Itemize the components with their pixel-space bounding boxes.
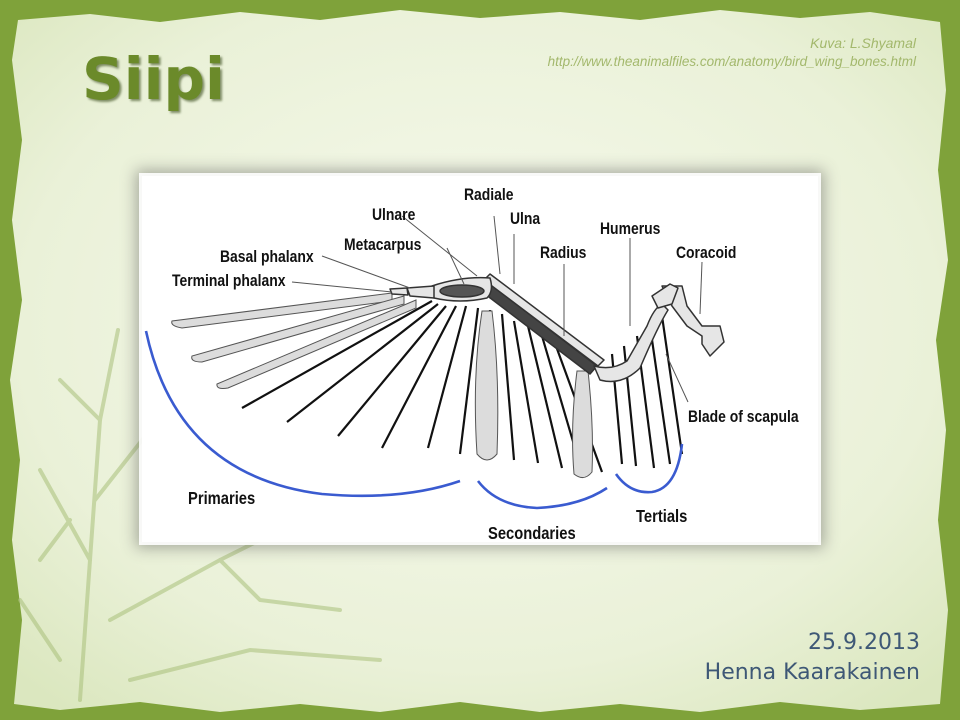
secondary-feathers	[474, 310, 593, 478]
slide-title: Siipi	[82, 45, 225, 113]
label-ulnare: Ulnare	[372, 206, 416, 225]
label-ulna: Ulna	[510, 210, 541, 229]
label-primaries: Primaries	[188, 489, 255, 509]
scapula-bone	[651, 283, 679, 309]
humerus-bone	[593, 303, 669, 383]
label-terminal-phalanx: Terminal phalanx	[172, 272, 286, 291]
terminal-phalanx-bone	[389, 287, 409, 296]
label-coracoid: Coracoid	[676, 244, 736, 263]
wing-bones	[389, 273, 725, 383]
label-basal-phalanx: Basal phalanx	[220, 248, 314, 267]
group-braces	[144, 330, 684, 510]
image-credit: Kuva: L.Shyamal	[810, 35, 916, 51]
label-humerus: Humerus	[600, 220, 660, 239]
label-leader-lines	[291, 215, 703, 403]
label-radius: Radius	[540, 244, 586, 263]
feather-shafts	[241, 300, 684, 473]
label-radiale: Radiale	[464, 186, 514, 205]
label-blade-of-scapula: Blade of scapula	[688, 408, 799, 427]
label-metacarpus: Metacarpus	[344, 236, 421, 255]
image-source-url: http://www.theanimalfiles.com/anatomy/bi…	[547, 54, 916, 69]
slide-date: 25.9.2013	[808, 630, 920, 655]
coracoid-bone	[661, 285, 725, 357]
primary-feathers	[171, 292, 417, 389]
label-tertials: Tertials	[636, 507, 687, 527]
label-secondaries: Secondaries	[488, 524, 576, 542]
slide-author: Henna Kaarakainen	[704, 660, 920, 685]
wing-diagram-frame: Radiale Ulnare Ulna Humerus Coracoid Met…	[142, 176, 818, 542]
basal-phalanx-bone	[406, 285, 435, 299]
wing-bones-diagram: Radiale Ulnare Ulna Humerus Coracoid Met…	[144, 186, 799, 542]
